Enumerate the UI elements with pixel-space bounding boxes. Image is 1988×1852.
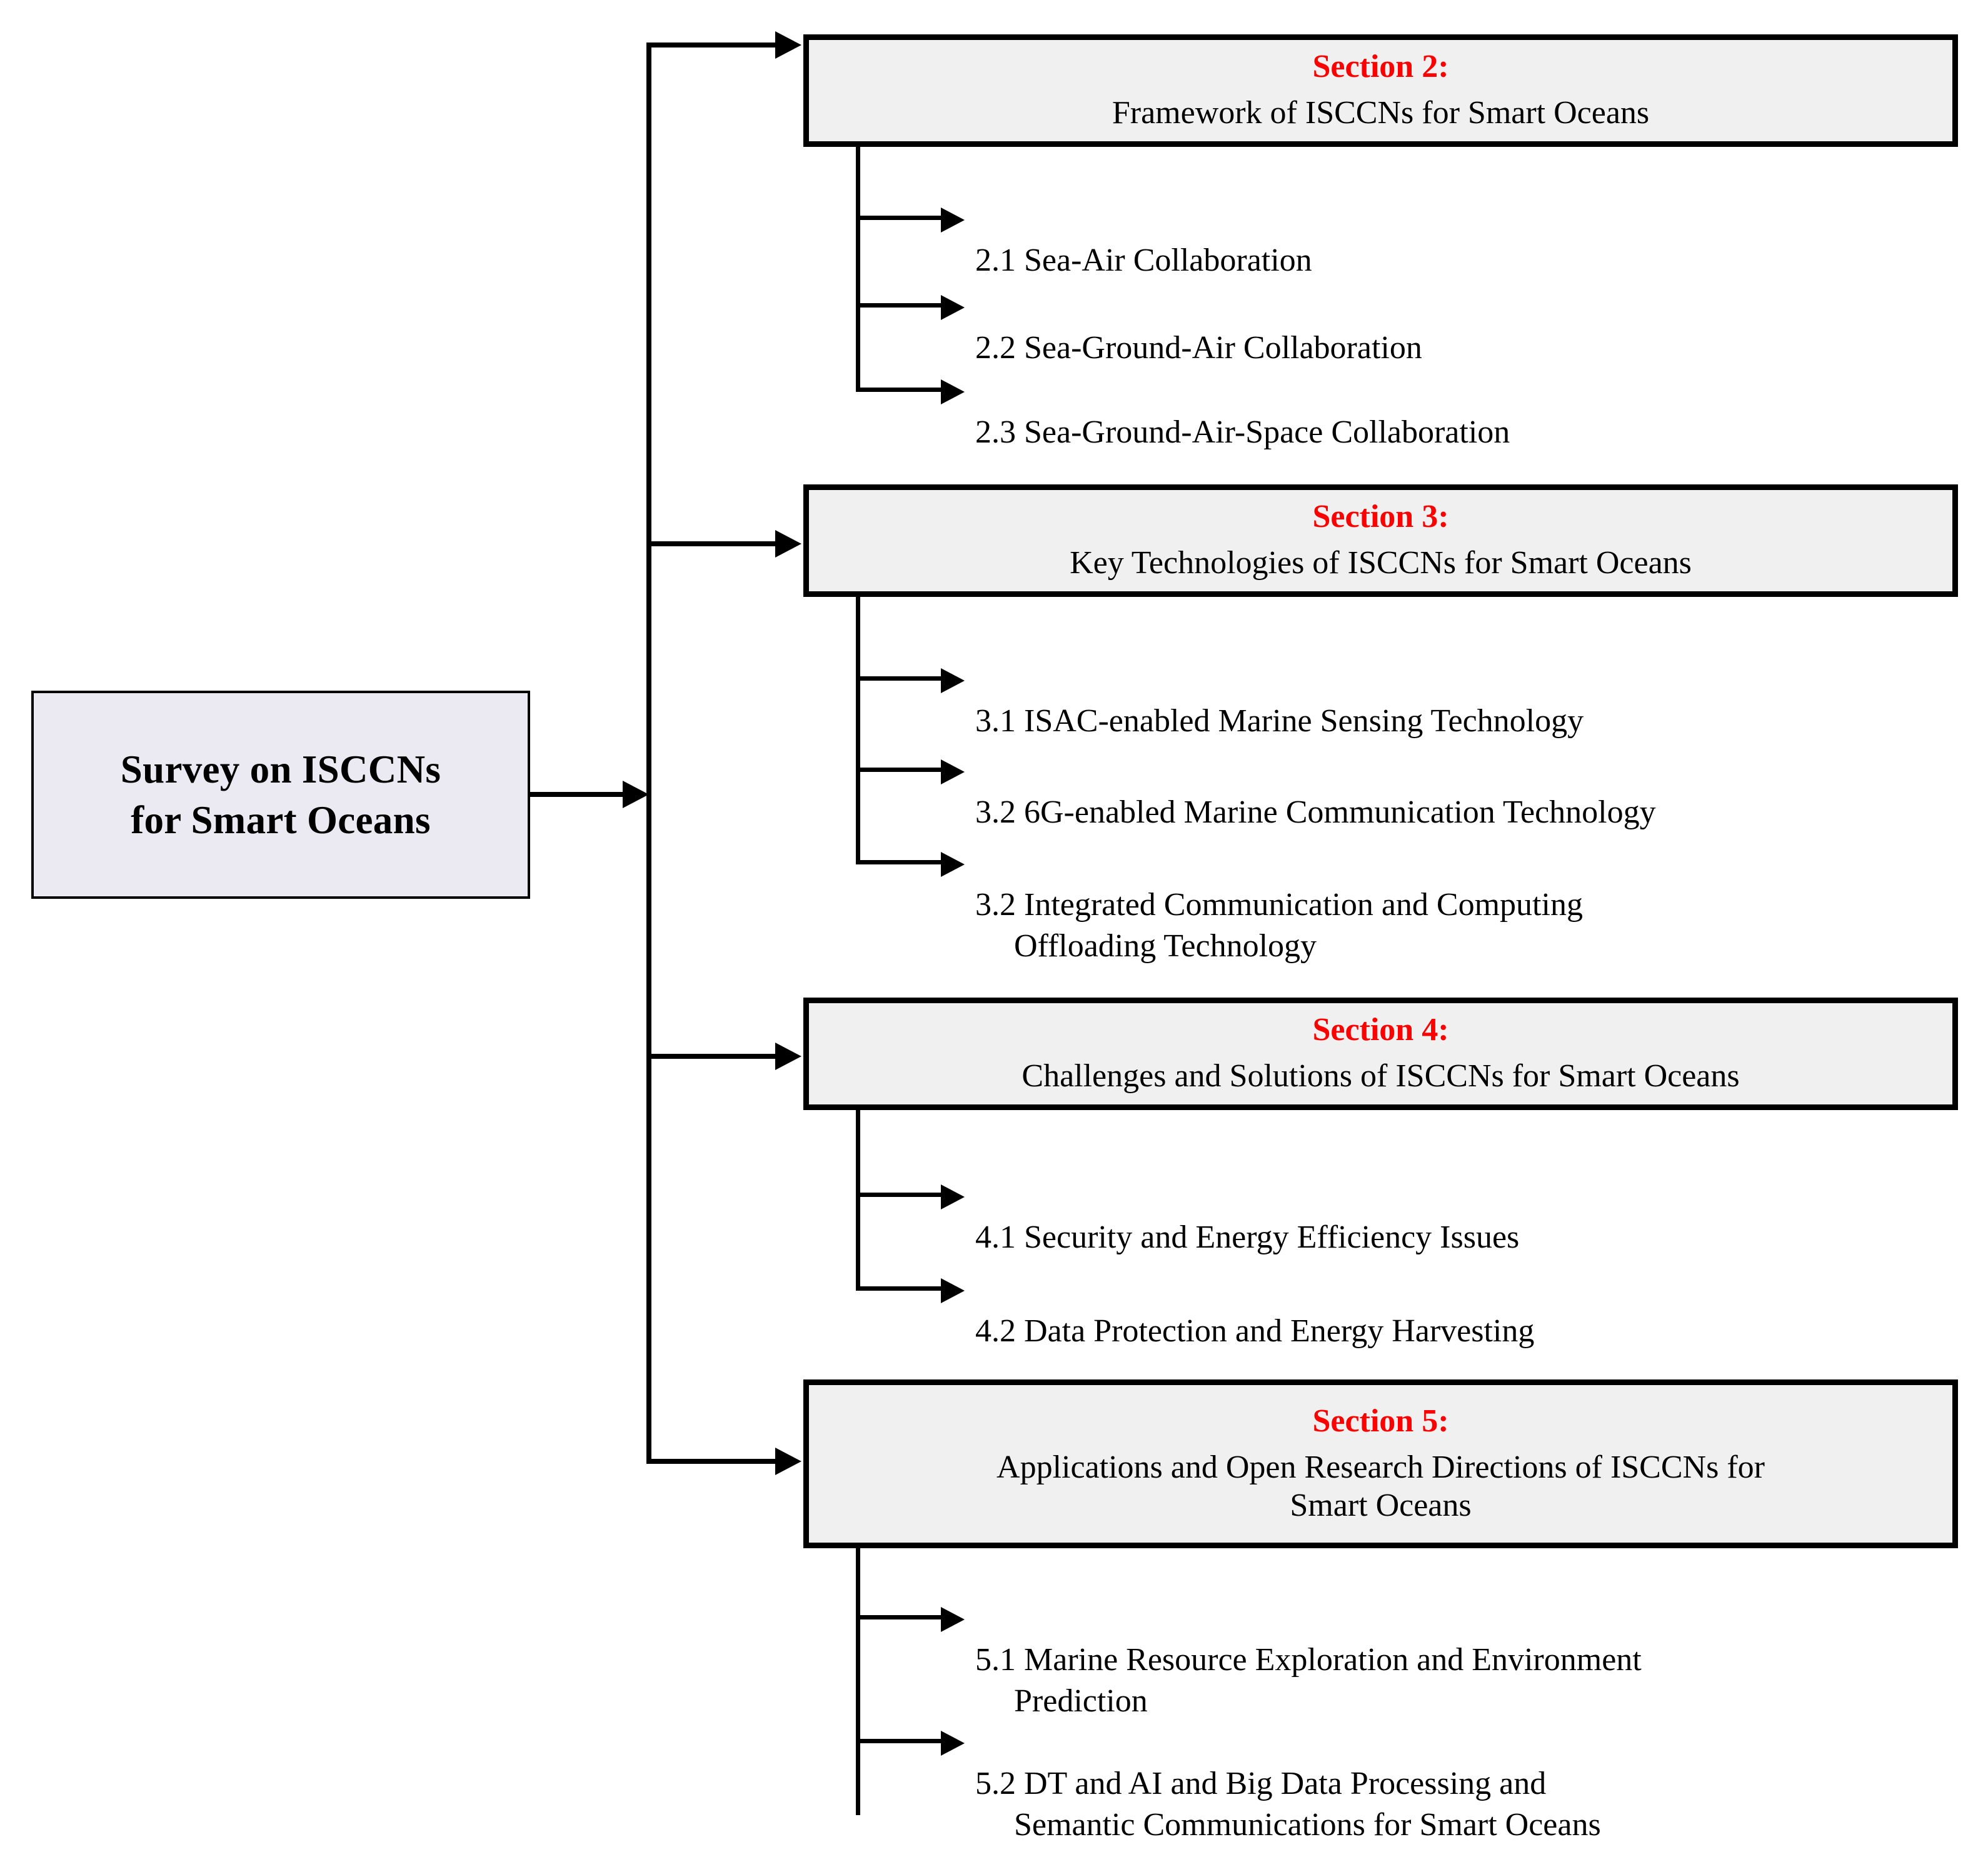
root-node-title-line2: for Smart Oceans [131, 798, 431, 842]
connector-item-4-2 [856, 1286, 943, 1291]
arrowhead-item-3-3-icon [941, 852, 965, 877]
arrowhead-section-5-icon [775, 1448, 801, 1475]
sub-item-3-3-continuation: Offloading Technology [1014, 928, 1317, 964]
trunk-vertical-line [646, 43, 651, 1464]
section-2-title: Framework of ISCCNs for Smart Oceans [1112, 95, 1650, 131]
connector-item-3-3 [856, 860, 943, 864]
connector-trunk-to-section-2 [646, 43, 778, 48]
connector-item-3-1 [856, 676, 943, 681]
subbranch-vertical-section-2 [856, 146, 860, 390]
section-3-label: Section 3: [1312, 499, 1449, 535]
arrowhead-item-2-2-icon [941, 295, 965, 320]
section-5-title-line2: Smart Oceans [1290, 1488, 1472, 1524]
connector-item-4-1 [856, 1193, 943, 1197]
section-box-3[interactable]: Section 3: Key Technologies of ISCCNs fo… [803, 484, 1958, 597]
section-3-title: Key Technologies of ISCCNs for Smart Oce… [1070, 545, 1692, 581]
connector-item-2-1 [856, 216, 943, 220]
sub-item-2-3[interactable]: 2.3 Sea-Ground-Air-Space Collaboration [975, 370, 1510, 453]
sub-item-5-2-continuation: Semantic Communications for Smart Oceans [1014, 1807, 1601, 1843]
section-box-4[interactable]: Section 4: Challenges and Solutions of I… [803, 998, 1958, 1110]
subbranch-vertical-section-3 [856, 597, 860, 863]
arrowhead-item-2-1-icon [941, 208, 965, 233]
connector-item-2-2 [856, 303, 943, 308]
arrowhead-item-3-2-icon [941, 759, 965, 784]
sub-item-5-1-continuation: Prediction [1014, 1683, 1148, 1719]
section-5-title-line1: Applications and Open Research Direction… [997, 1449, 1765, 1485]
connector-item-5-1 [856, 1615, 943, 1619]
sub-item-4-1-text: 4.1 Security and Energy Efficiency Issue… [975, 1219, 1520, 1255]
arrowhead-section-3-icon [775, 530, 801, 558]
arrowhead-item-4-2-icon [941, 1278, 965, 1303]
section-4-label: Section 4: [1312, 1012, 1449, 1048]
sub-item-5-2-text: 5.2 DT and AI and Big Data Processing an… [975, 1765, 1547, 1801]
connector-trunk-to-section-5 [646, 1459, 778, 1464]
sub-item-2-2-text: 2.2 Sea-Ground-Air Collaboration [975, 329, 1422, 366]
sub-item-4-2-text: 4.2 Data Protection and Energy Harvestin… [975, 1313, 1535, 1349]
sub-item-3-1[interactable]: 3.1 ISAC-enabled Marine Sensing Technolo… [975, 659, 1584, 742]
connector-item-3-2 [856, 768, 943, 772]
sub-item-2-2[interactable]: 2.2 Sea-Ground-Air Collaboration [975, 286, 1422, 369]
root-node-survey[interactable]: Survey on ISCCNs for Smart Oceans [31, 691, 530, 899]
root-node-title-line1: Survey on ISCCNs [120, 747, 441, 791]
connector-root-to-trunk [530, 792, 625, 797]
sub-item-4-2[interactable]: 4.2 Data Protection and Energy Harvestin… [975, 1269, 1534, 1352]
arrowhead-root-to-trunk-icon [623, 781, 649, 808]
sub-item-3-1-text: 3.1 ISAC-enabled Marine Sensing Technolo… [975, 703, 1584, 739]
arrowhead-item-2-3-icon [941, 379, 965, 404]
arrowhead-section-4-icon [775, 1043, 801, 1070]
arrowhead-item-5-2-icon [941, 1731, 965, 1756]
sub-item-5-1[interactable]: 5.1 Marine Resource Exploration and Envi… [975, 1598, 1642, 1764]
sub-item-2-1[interactable]: 2.1 Sea-Air Collaboration [975, 198, 1312, 281]
sub-item-5-1-text: 5.1 Marine Resource Exploration and Envi… [975, 1641, 1642, 1678]
sub-item-4-1[interactable]: 4.1 Security and Energy Efficiency Issue… [975, 1175, 1519, 1258]
sub-item-2-1-text: 2.1 Sea-Air Collaboration [975, 242, 1312, 278]
section-box-2[interactable]: Section 2: Framework of ISCCNs for Smart… [803, 34, 1958, 147]
section-4-title: Challenges and Solutions of ISCCNs for S… [1022, 1058, 1740, 1094]
connector-trunk-to-section-3 [646, 541, 778, 546]
arrowhead-section-2-icon [775, 31, 801, 59]
section-5-label: Section 5: [1312, 1403, 1449, 1439]
sub-item-3-2[interactable]: 3.2 6G-enabled Marine Communication Tech… [975, 750, 1656, 833]
arrowhead-item-5-1-icon [941, 1607, 965, 1632]
sub-item-5-2[interactable]: 5.2 DT and AI and Big Data Processing an… [975, 1721, 1601, 1852]
sub-item-3-3[interactable]: 3.2 Integrated Communication and Computi… [975, 843, 1583, 1009]
section-2-label: Section 2: [1312, 49, 1449, 85]
sub-item-2-3-text: 2.3 Sea-Ground-Air-Space Collaboration [975, 414, 1510, 450]
connector-item-5-2 [856, 1739, 943, 1743]
section-5-title: Applications and Open Research Direction… [997, 1448, 1765, 1525]
section-box-5[interactable]: Section 5: Applications and Open Researc… [803, 1379, 1958, 1548]
root-node-title: Survey on ISCCNs for Smart Oceans [121, 744, 441, 845]
arrowhead-item-3-1-icon [941, 668, 965, 693]
connector-item-2-3 [856, 388, 943, 392]
sub-item-3-2-text: 3.2 6G-enabled Marine Communication Tech… [975, 794, 1656, 830]
sub-item-3-3-text: 3.2 Integrated Communication and Computi… [975, 886, 1583, 923]
arrowhead-item-4-1-icon [941, 1184, 965, 1209]
subbranch-vertical-section-4 [856, 1110, 860, 1289]
connector-trunk-to-section-4 [646, 1054, 778, 1059]
subbranch-vertical-section-5 [856, 1548, 860, 1815]
